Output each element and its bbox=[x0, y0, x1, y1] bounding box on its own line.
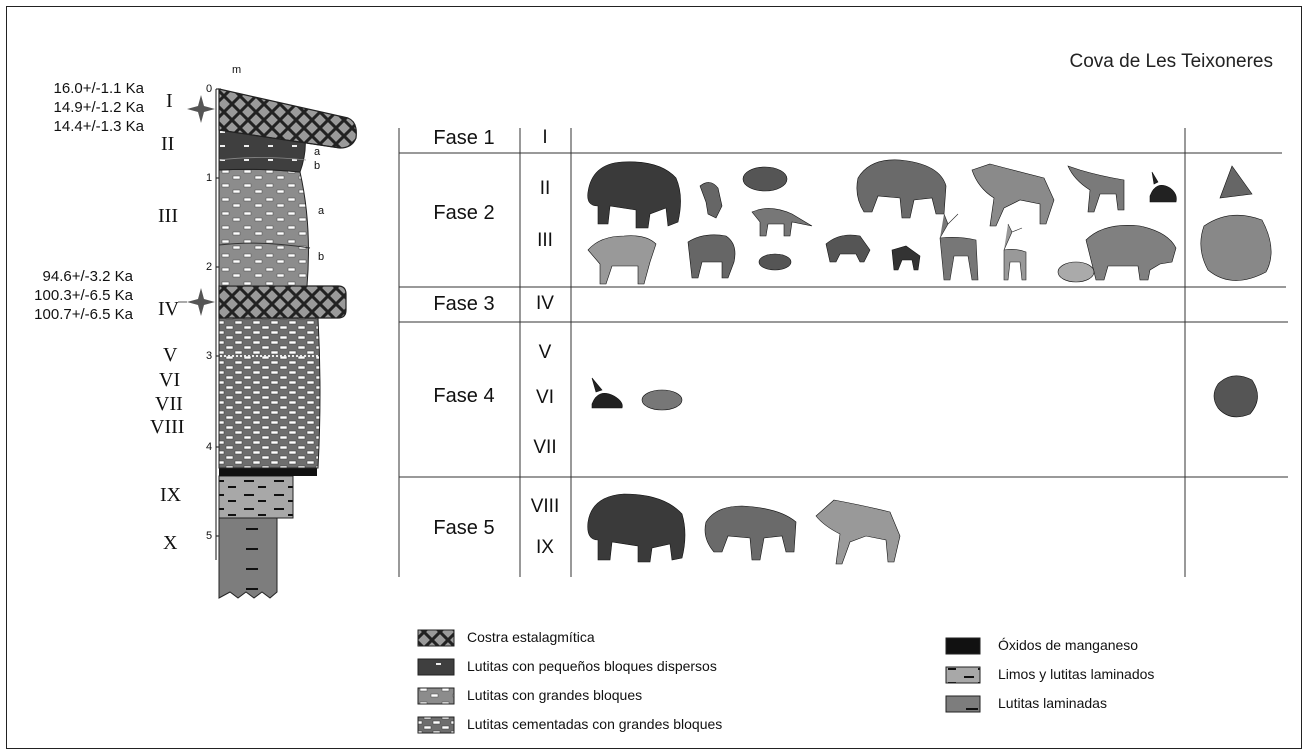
legend-swatch-dark-lutite bbox=[418, 659, 454, 675]
legend-label-dark-lutite: Lutitas con pequeños bloques dispersos bbox=[467, 658, 717, 674]
legend-label-crust: Costra estalagmítica bbox=[467, 629, 595, 645]
legend-swatch-lutite-blocks bbox=[418, 688, 454, 704]
legend-swatch-crust bbox=[418, 630, 454, 646]
legend-label-cemented: Lutitas cementadas con grandes bloques bbox=[467, 716, 722, 732]
legend-label-laminated: Lutitas laminadas bbox=[998, 695, 1107, 711]
legend-label-manganese: Óxidos de manganeso bbox=[998, 637, 1138, 653]
legend-swatch-silts bbox=[946, 667, 980, 683]
legend-swatch-cemented bbox=[418, 717, 454, 733]
legend-swatch-manganese bbox=[946, 638, 980, 654]
legend-label-lutite-blocks: Lutitas con grandes bloques bbox=[467, 687, 642, 703]
legend-swatch-laminated bbox=[946, 696, 980, 712]
legend-label-silts: Limos y lutitas laminados bbox=[998, 666, 1154, 682]
